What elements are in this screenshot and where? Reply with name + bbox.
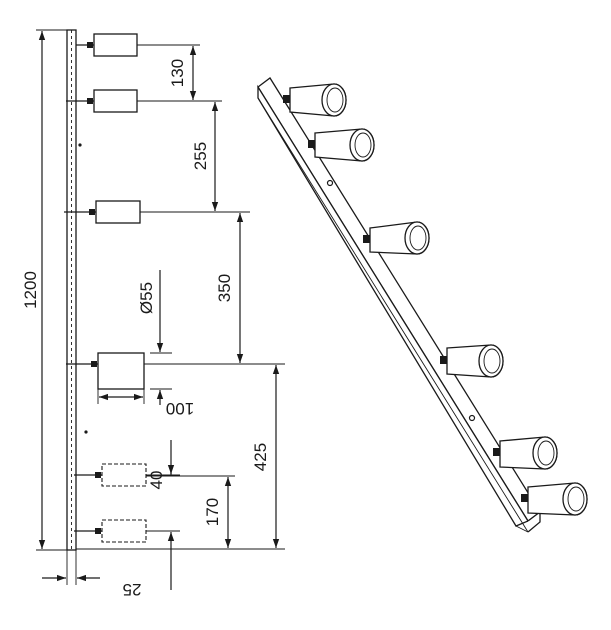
side-spot-2 [66, 89, 222, 113]
label-spacing-second: 255 [191, 142, 210, 170]
label-spacing-third: 350 [215, 274, 234, 302]
iso-spot-2 [308, 128, 375, 162]
side-spot-1 [76, 33, 200, 57]
dimension-40: 40 [147, 440, 175, 590]
dimension-100: 100 [97, 389, 194, 418]
dimension-130: 130 [168, 46, 197, 100]
label-spacing-top: 130 [168, 59, 187, 87]
label-spot-diameter: Ø55 [137, 282, 156, 314]
label-spacing-bottom: 170 [203, 498, 222, 526]
isometric-view [257, 77, 588, 533]
side-spot-5 [74, 463, 180, 487]
dimension-255: 255 [191, 102, 219, 211]
iso-spot-3 [363, 221, 430, 255]
iso-spot-6 [521, 482, 588, 516]
label-total-height: 1200 [21, 271, 40, 309]
dimension-25: 25 [42, 550, 141, 599]
side-spot-6 [74, 519, 180, 543]
dimension-total-height: 1200 [21, 31, 46, 549]
side-spot-3 [64, 200, 250, 224]
side-spot-4 [66, 352, 285, 390]
dimension-425: 425 [251, 365, 280, 548]
label-spacing-fourth: 425 [251, 443, 270, 471]
label-rail-depth: 25 [123, 580, 142, 599]
dimension-diameter: Ø55 [137, 270, 172, 405]
side-view: 1200 130 255 350 425 170 [21, 29, 285, 599]
iso-spot-5 [493, 436, 558, 470]
label-spot-offset: 40 [147, 471, 166, 490]
dimension-350: 350 [215, 213, 244, 363]
label-spot-length: 100 [166, 399, 194, 418]
dimension-170: 170 [146, 475, 235, 548]
iso-rail-front [257, 84, 529, 527]
iso-spot-4 [440, 344, 504, 378]
iso-spot-1 [283, 83, 347, 117]
